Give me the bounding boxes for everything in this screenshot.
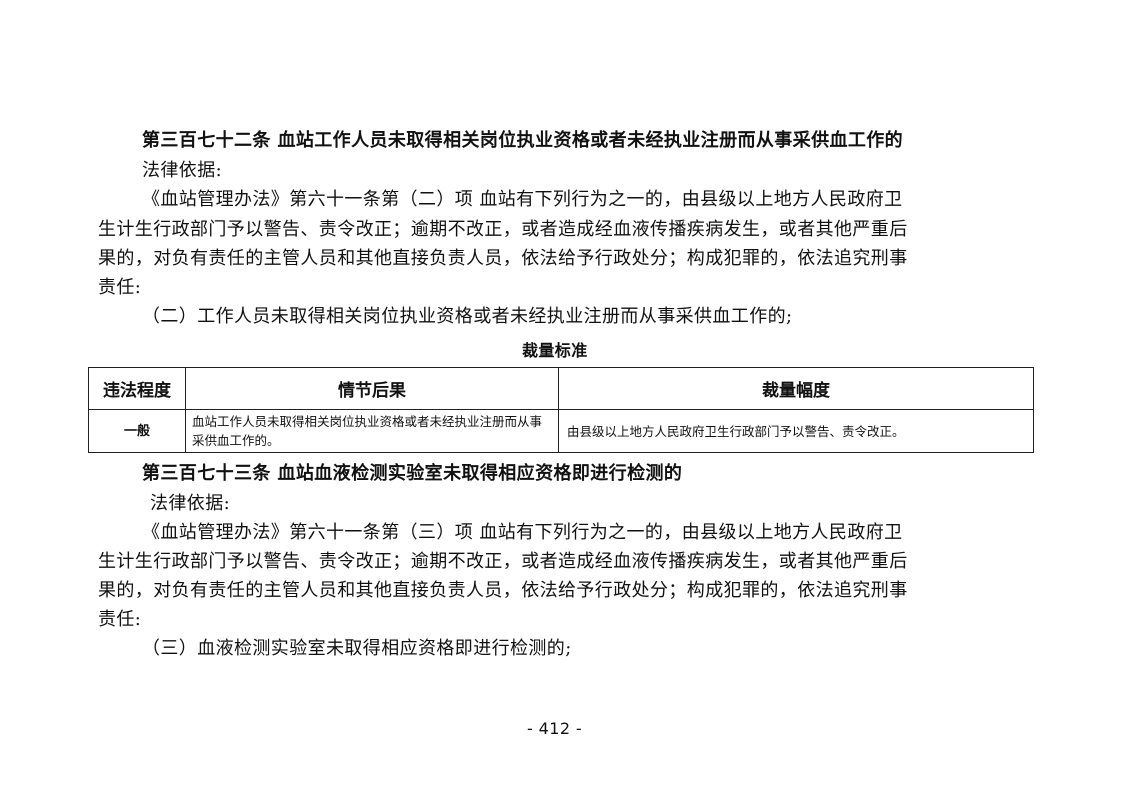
basis-text: 生计生行政部门予以警告、责令改正；逾期不改正，或者造成经血液传播疾病发生，或者其…	[98, 551, 908, 572]
legal-basis-label: 法律依据:	[150, 493, 231, 514]
table-row: 一般 血站工作人员未取得相关岗位执业资格或者未经执业注册而从事采供血工作的。 由…	[88, 409, 1034, 453]
cell-penalty: 由县级以上地方人民政府卫生行政部门予以警告、责令改正。	[558, 409, 1034, 453]
header-violation-level: 违法程度	[88, 367, 186, 410]
basis-text: 《血站管理办法》第六十一条第（二）项 血站有下列行为之一的，由县级以上地方人民政…	[142, 189, 903, 210]
item-text: （二）工作人员未取得相关岗位执业资格或者未经执业注册而从事采供血工作的;	[142, 306, 793, 327]
item-text: （三）血液检测实验室未取得相应资格即进行检测的;	[142, 638, 572, 659]
header-circumstances: 情节后果	[185, 367, 559, 410]
basis-text: 责任:	[98, 277, 142, 298]
cell-level: 一般	[88, 409, 186, 453]
legal-basis-label: 法律依据:	[142, 160, 223, 181]
article-373-title: 第三百七十三条 血站血液检测实验室未取得相应资格即进行检测的	[142, 463, 683, 484]
cell-circumstances: 血站工作人员未取得相关岗位执业资格或者未经执业注册而从事采供血工作的。	[185, 409, 559, 453]
basis-text: 责任:	[98, 609, 142, 630]
discretion-table: 违法程度 情节后果 裁量幅度 一般 血站工作人员未取得相关岗位执业资格或者未经执…	[88, 367, 1034, 453]
table-caption: 裁量标准	[522, 341, 588, 360]
page-number: - 412 -	[527, 719, 583, 738]
basis-text: 果的，对负有责任的主管人员和其他直接负责人员，依法给予行政处分；构成犯罪的，依法…	[98, 580, 908, 601]
basis-text: 生计生行政部门予以警告、责令改正；逾期不改正，或者造成经血液传播疾病发生，或者其…	[98, 219, 908, 240]
basis-text: 果的，对负有责任的主管人员和其他直接负责人员，依法给予行政处分；构成犯罪的，依法…	[98, 248, 908, 269]
header-penalty-range: 裁量幅度	[558, 367, 1034, 410]
article-372-title: 第三百七十二条 血站工作人员未取得相关岗位执业资格或者未经执业注册而从事采供血工…	[142, 130, 904, 151]
basis-text: 《血站管理办法》第六十一条第（三）项 血站有下列行为之一的，由县级以上地方人民政…	[142, 522, 903, 543]
